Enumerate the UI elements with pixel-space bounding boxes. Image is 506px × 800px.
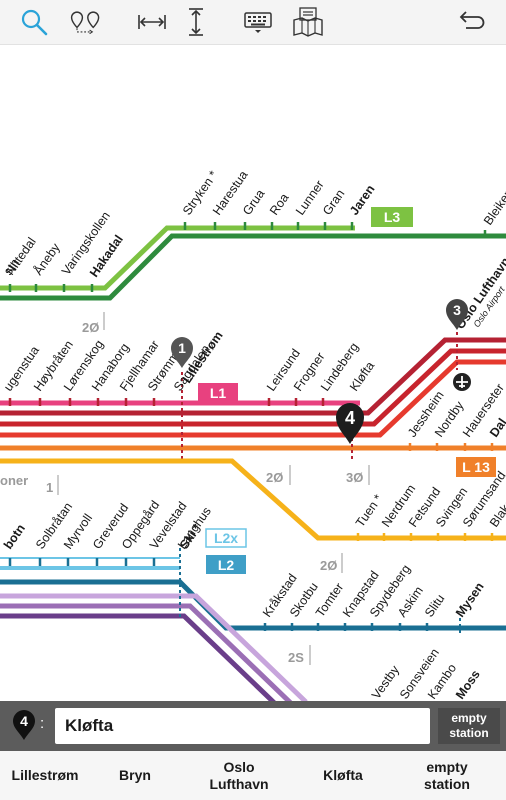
station-label: Slitu (422, 592, 447, 620)
station-label: botn (1, 522, 28, 552)
pin-3-label: 3 (453, 302, 461, 318)
station-label: oner (0, 473, 28, 488)
l2-badge (206, 555, 246, 574)
search-icon[interactable] (16, 4, 52, 40)
empty-station-label-2: station (449, 726, 489, 740)
tab-bryn[interactable]: Bryn (119, 767, 151, 783)
pin-4: 4 (336, 403, 364, 444)
l1-badge (198, 383, 238, 403)
pin-4-label: 4 (345, 408, 355, 428)
pin-1-label: 1 (178, 340, 186, 356)
l1-line-red1 (0, 337, 506, 416)
map-document-icon[interactable] (290, 4, 326, 40)
selected-pin-number: 4 (20, 713, 28, 729)
l3-ticks (8, 222, 487, 292)
empty-station-button[interactable]: empty station (438, 708, 500, 744)
pin-1: 1 (171, 337, 193, 368)
l1-ticks (8, 398, 325, 406)
station-label: Gran (320, 187, 347, 218)
fit-width-icon[interactable] (134, 4, 170, 40)
purple-station-labels: Vestby Sonsveien Kambo Moss (369, 646, 483, 701)
l3-badge (371, 207, 413, 227)
bottom-tab-bar: Lillestrøm Bryn Oslo Lufthavn Kløfta emp… (0, 745, 506, 800)
yellow-station-labels: Tuen * Nerdrum Fetsund Svingen Sørumsand… (353, 469, 506, 530)
station-label: Grua (240, 187, 267, 218)
l13-badge (456, 457, 496, 477)
l2-badge-label: L2 (218, 557, 235, 573)
l13-badge-label: L 13 (462, 459, 490, 475)
tab-klofta[interactable]: Kløfta (298, 745, 388, 800)
purple-line-dark (0, 613, 276, 701)
tab-oslo-lufthavn[interactable]: Oslo Lufthavn (209, 758, 269, 792)
l3-line-light (0, 225, 355, 291)
station-label: Bleiker (481, 188, 506, 227)
airplane-icon (453, 373, 471, 391)
selected-pin-badge: 4 (12, 710, 36, 740)
purple-line-mid (0, 603, 293, 701)
l1-badge-label: L1 (210, 385, 227, 401)
l2x-badge (205, 528, 247, 548)
station-label: Vestby (369, 662, 402, 701)
l3-line-dark (0, 233, 506, 301)
zone-label: 2Ø (82, 320, 99, 335)
station-label: Kløfta (347, 359, 377, 394)
zone-label: 2Ø (266, 470, 283, 485)
tab-empty-station[interactable]: empty station (424, 758, 470, 792)
empty-station-label-1: empty (451, 711, 487, 725)
rail-map[interactable]: L3 L1 L 13 L2x L2 (0, 45, 506, 701)
zone-label: 3Ø (346, 470, 363, 485)
l13-ticks (408, 443, 494, 451)
back-arrow-icon[interactable] (452, 4, 488, 40)
l2-ticks (8, 558, 429, 631)
keyboard-icon[interactable] (240, 4, 276, 40)
station-label: Roa (267, 191, 292, 218)
route-pins-icon[interactable] (68, 4, 104, 40)
station-label: Mysen (453, 580, 487, 620)
selection-bar: 4 : Kløfta empty station (0, 701, 506, 751)
l3-station-labels: stn Nittedal Åneby Varingskollen Hakadal… (1, 168, 506, 280)
yellow-ticks (356, 533, 494, 541)
selection-colon: : (40, 715, 45, 732)
l3-badge-label: L3 (384, 209, 401, 225)
zone-label: 2S (288, 650, 304, 665)
station-input[interactable]: Kløfta (55, 708, 430, 744)
station-label: Dal (487, 416, 506, 440)
toolbar (0, 0, 506, 45)
zone-label: 2Ø (320, 558, 337, 573)
purple-line-light (0, 593, 308, 701)
fit-height-icon[interactable] (178, 4, 214, 40)
tab-lillestrom[interactable]: Lillestrøm (11, 767, 79, 783)
l1-line-red2 (0, 348, 506, 427)
pin-3: 3 (446, 299, 468, 330)
l2x-badge-label: L2x (214, 530, 238, 546)
station-label: Moss (453, 667, 483, 701)
station-label: Tuen * (353, 492, 385, 530)
zone-label: 1 (46, 480, 53, 495)
l1-line-red3 (0, 359, 506, 438)
